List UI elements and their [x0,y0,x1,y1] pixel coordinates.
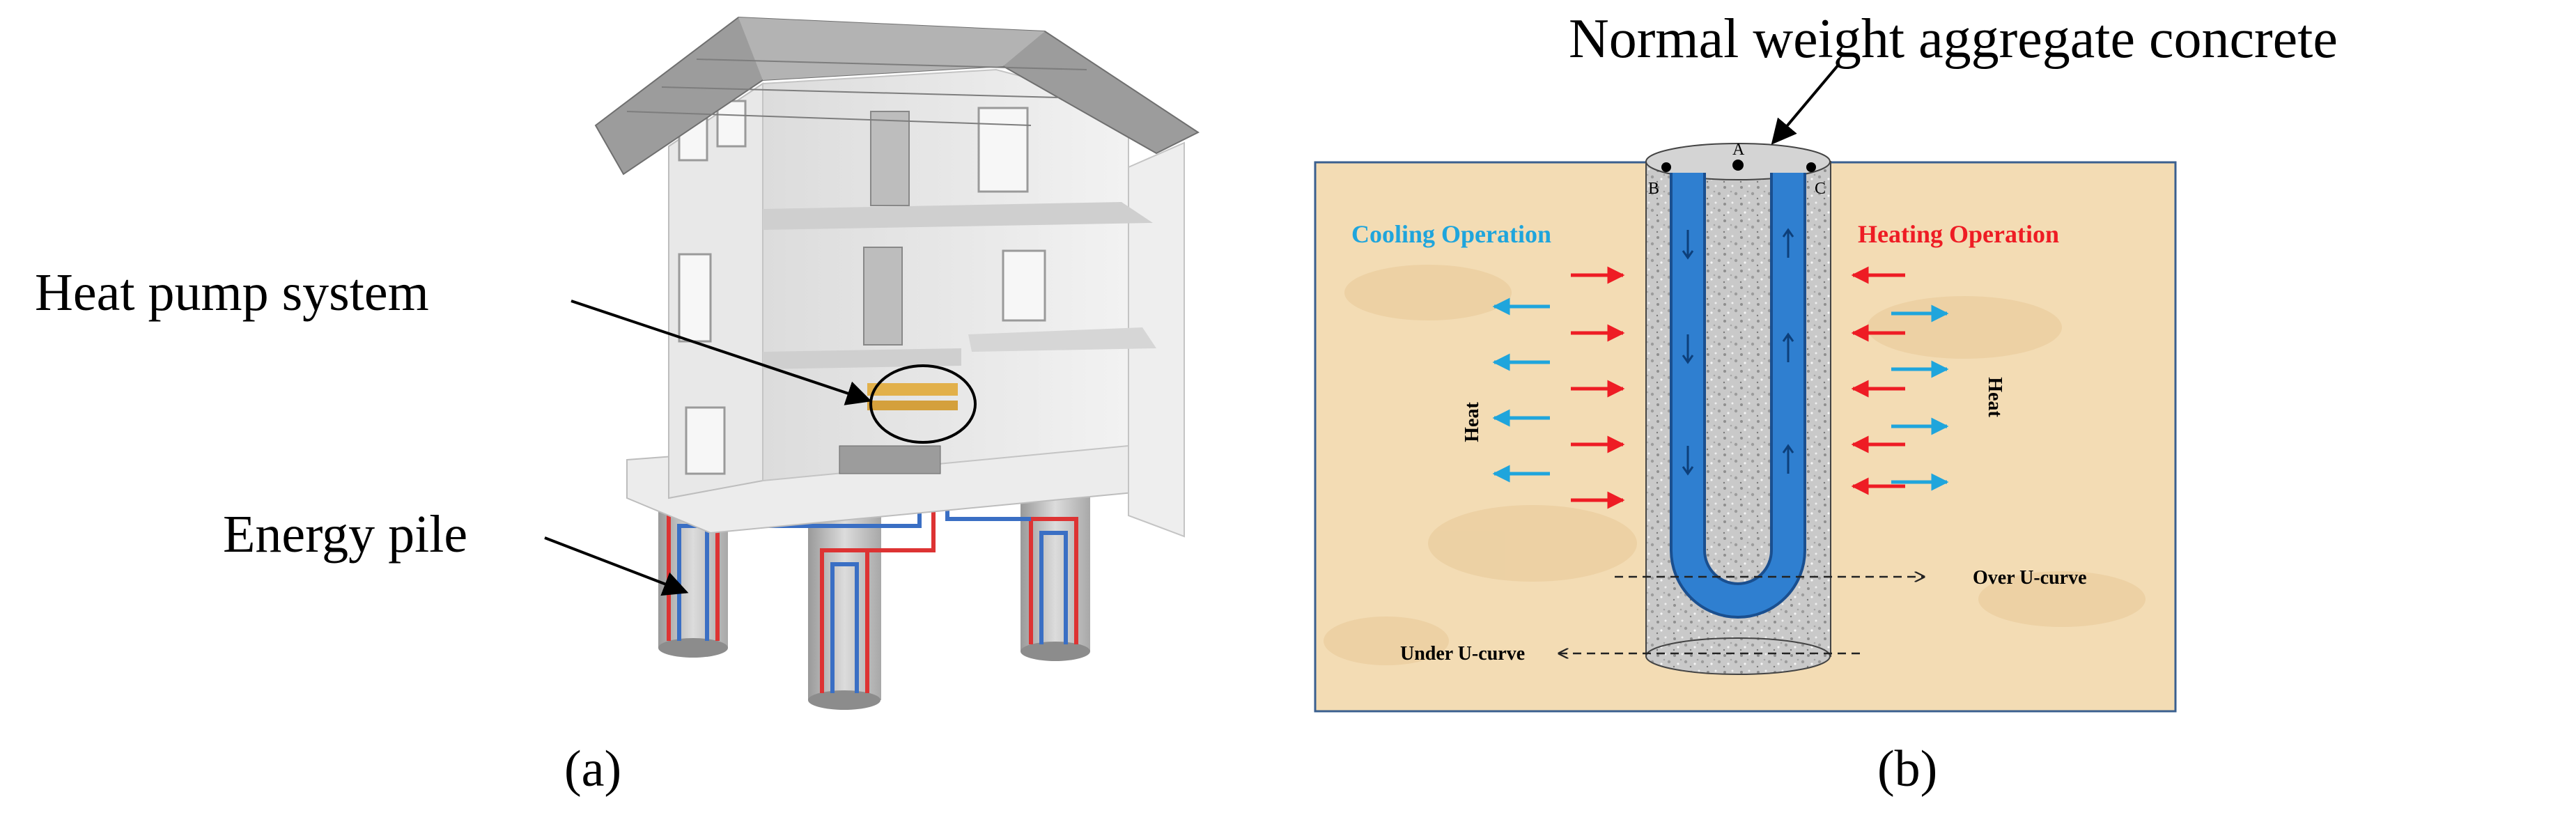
heat-pump-label: Heat pump system [35,263,429,322]
house-illustration [594,16,1200,710]
point-a-marker [1732,160,1744,171]
point-b-marker [1661,162,1671,172]
cooling-operation-label: Cooling Operation [1351,220,1551,248]
heat-label-right: Heat [1984,377,2005,417]
over-u-curve-label: Over U-curve [1973,567,2087,589]
point-a-label: A [1732,141,1745,159]
panel-a-label: (a) [564,740,621,798]
energy-pile-callout-arrow [544,536,689,596]
left-heat-arrows [1492,266,1625,509]
pile-section-diagram: A B C Cooling Op [1314,141,2177,713]
point-c-label: C [1815,180,1826,198]
point-c-marker [1806,162,1816,172]
heat-pump-callout-arrow [571,300,872,405]
roof [594,16,1200,176]
measurement-points: A B C [1648,141,1826,198]
under-u-curve-label: Under U-curve [1400,643,1525,665]
heat-label-left: Heat [1461,402,1483,442]
heat-pump-manifold [867,383,958,410]
panel-b-label: (b) [1877,740,1937,798]
right-heat-arrows [1851,266,1949,495]
concrete-callout-arrow [1771,63,1840,145]
point-b-label: B [1648,180,1659,198]
energy-pile-label: Energy pile [223,505,467,564]
heating-operation-label: Heating Operation [1858,220,2059,248]
concrete-type-label: Normal weight aggregate concrete [1569,8,2338,70]
